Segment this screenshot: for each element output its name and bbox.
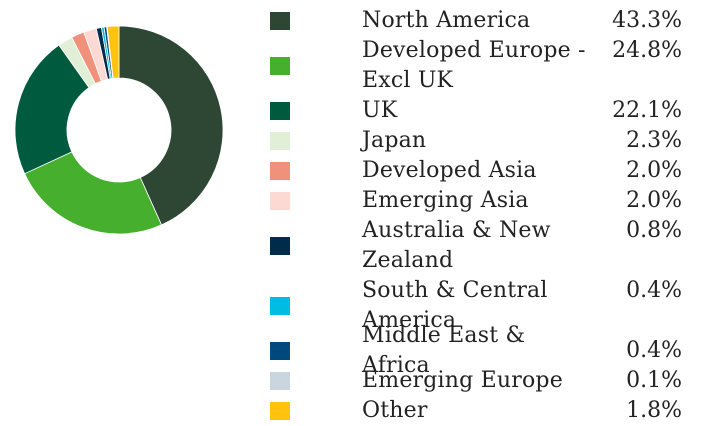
legend-value: 0.1%: [626, 368, 682, 393]
donut-slice-11: [106, 25, 120, 79]
donut-slice-2: [24, 151, 163, 235]
legend-value: 1.8%: [626, 398, 682, 423]
legend-swatch: [270, 237, 290, 255]
legend-swatch: [270, 372, 290, 390]
legend-value: 2.0%: [626, 158, 682, 183]
legend-item: North America 43.3%: [270, 6, 715, 36]
legend-item: UK 22.1%: [270, 96, 715, 126]
legend-label: Middle East & Africa: [362, 323, 526, 378]
legend-item: Emerging Asia 2.0%: [270, 186, 715, 216]
legend-item: Japan 2.3%: [270, 126, 715, 156]
legend-value: 43.3%: [612, 8, 682, 33]
legend-swatch: [270, 12, 290, 30]
legend-swatch: [270, 162, 290, 180]
legend-label: Developed Asia: [362, 158, 537, 183]
legend-label: Emerging Asia: [362, 188, 529, 213]
legend-item: Developed Asia 2.0%: [270, 156, 715, 186]
legend-label: Developed Europe - Excl UK: [362, 38, 586, 93]
legend-value: 2.0%: [626, 188, 682, 213]
legend-swatch: [270, 342, 290, 360]
legend-item: South & Central America 0.4%: [270, 276, 715, 336]
legend-label: Australia & New Zealand: [362, 218, 551, 273]
legend-label: Japan: [362, 128, 427, 153]
legend-label: North America: [362, 8, 531, 33]
legend-swatch: [270, 402, 290, 420]
legend-value: 0.4%: [626, 338, 682, 363]
legend-value: 0.4%: [626, 278, 682, 303]
legend: North America 43.3% Developed Europe - Exc…: [270, 6, 715, 426]
legend-value: 0.8%: [626, 218, 682, 243]
legend-item: Developed Europe - Excl UK 24.8%: [270, 36, 715, 96]
legend-label: Emerging Europe: [362, 368, 563, 393]
donut-slice-1: [118, 25, 224, 226]
legend-swatch: [270, 192, 290, 210]
legend-label: South & Central America: [362, 278, 548, 333]
legend-value: 22.1%: [612, 98, 682, 123]
legend-swatch: [270, 57, 290, 75]
legend-label: UK: [362, 98, 398, 123]
legend-item: Middle East & Africa 0.4%: [270, 323, 715, 378]
legend-item: Other 1.8%: [270, 396, 715, 426]
legend-item: Australia & New Zealand 0.8%: [270, 216, 715, 276]
legend-swatch: [270, 297, 290, 315]
legend-label: Other: [362, 398, 428, 423]
legend-item: Emerging Europe 0.1%: [270, 366, 715, 396]
legend-swatch: [270, 132, 290, 150]
donut-chart: [14, 25, 224, 235]
legend-value: 24.8%: [612, 38, 682, 63]
legend-value: 2.3%: [626, 128, 682, 153]
legend-swatch: [270, 102, 290, 120]
